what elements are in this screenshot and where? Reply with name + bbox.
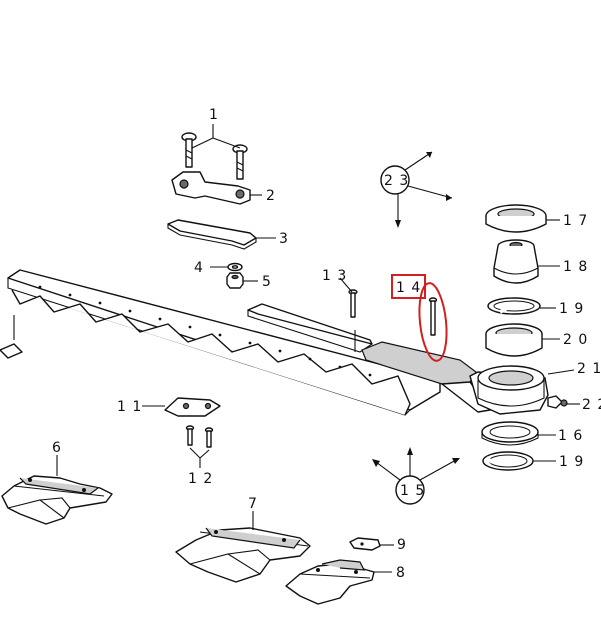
label-22: 2 2 [582, 397, 601, 413]
bushing-18 [493, 239, 539, 284]
knife-section-8 [285, 559, 375, 605]
label-3: 3 [279, 231, 289, 247]
highlight-ellipse [418, 282, 448, 362]
label-23: 2 3 [384, 173, 409, 189]
arrows-15 [372, 447, 460, 505]
label-19-upper: 1 9 [559, 301, 584, 317]
label-9: 9 [397, 537, 407, 553]
bearing-20 [485, 323, 543, 357]
label-13: 1 3 [322, 268, 347, 284]
shim-plate-3 [167, 219, 257, 250]
label-7: 7 [248, 496, 258, 512]
label-5: 5 [262, 274, 272, 290]
knife-bar-assembly [0, 269, 441, 416]
nut-5 [226, 272, 244, 289]
label-12: 1 2 [188, 471, 213, 487]
label-4: 4 [194, 260, 204, 276]
highlight-label-box [391, 274, 426, 299]
label-15: 1 5 [400, 483, 425, 499]
knife-section-6 [1, 475, 113, 525]
plate-11 [164, 397, 221, 417]
label-8: 8 [396, 565, 406, 581]
label-17: 1 7 [563, 213, 588, 229]
knife-section-7 [175, 527, 311, 583]
bearing-cap-17 [485, 204, 547, 233]
clip-bracket-2 [171, 171, 251, 205]
leader-lines [56, 124, 580, 573]
bolts-12 [185, 425, 214, 448]
head-housing-21 [469, 365, 549, 415]
snap-ring-19-lower [482, 451, 534, 471]
label-14: 1 4 [396, 280, 421, 296]
label-16: 1 6 [558, 428, 583, 444]
label-18: 1 8 [563, 259, 588, 275]
clip-9 [349, 537, 381, 551]
label-21: 2 1 [577, 361, 601, 377]
callout-labels: 1 2 3 4 5 6 7 8 9 1 1 1 2 1 3 1 4 1 5 1 … [52, 107, 601, 581]
washer-4 [227, 262, 243, 272]
snap-ring-19-upper [487, 297, 541, 315]
grease-fitting-22 [547, 395, 568, 409]
label-20: 2 0 [563, 332, 588, 348]
label-6: 6 [52, 440, 62, 456]
rivet-13 [348, 289, 358, 318]
bolt-1-left [181, 132, 197, 168]
label-1: 1 [209, 107, 219, 123]
label-2: 2 [266, 188, 276, 204]
label-11: 1 1 [117, 399, 142, 415]
pin-14 [428, 297, 438, 336]
bolt-1-right [232, 144, 248, 180]
arrows-23 [380, 151, 453, 228]
spacer-ring-16 [481, 421, 539, 446]
label-19-lower: 1 9 [559, 454, 584, 470]
